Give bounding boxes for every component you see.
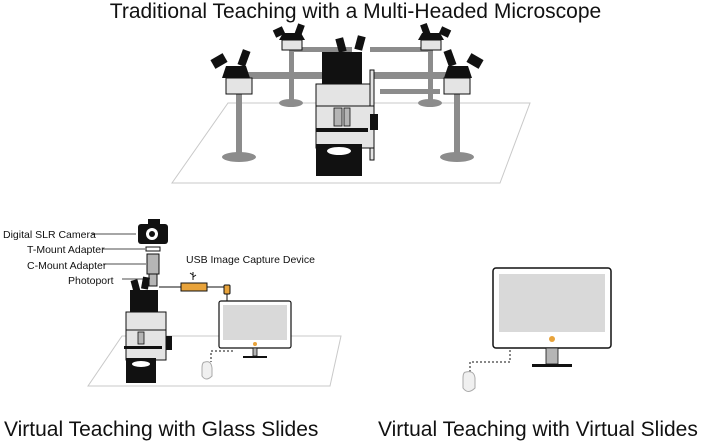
monitor-icon-left xyxy=(218,300,292,358)
title-virtual-slides: Virtual Teaching with Virtual Slides xyxy=(378,418,698,441)
multi-headed-microscope xyxy=(171,22,531,184)
label-c-mount-adapter: C-Mount Adapter xyxy=(27,260,107,272)
c-mount-adapter xyxy=(146,253,160,275)
photoport xyxy=(148,273,158,287)
title-traditional: Traditional Teaching with a Multi-Headed… xyxy=(109,0,602,23)
virtual-slide-setup xyxy=(462,267,612,392)
label-photoport: Photoport xyxy=(68,275,114,287)
label-digital-slr-camera: Digital SLR Camera xyxy=(3,229,96,241)
mouse-icon-right xyxy=(462,371,476,392)
label-t-mount-adapter: T-Mount Adapter xyxy=(27,244,105,256)
viewing-head-far-left xyxy=(210,49,253,95)
microscope-icon xyxy=(124,276,172,383)
title-glass-slides: Virtual Teaching with Glass Slides xyxy=(4,418,319,441)
usb-icon xyxy=(189,272,197,280)
usb-capture-device xyxy=(180,282,208,292)
label-usb-capture-device: USB Image Capture Device xyxy=(186,254,315,266)
glass-slide-setup xyxy=(87,219,342,387)
t-mount-adapter xyxy=(145,246,161,252)
monitor-icon-right xyxy=(492,267,612,367)
viewing-head-back-right xyxy=(418,22,452,51)
label-leaders xyxy=(92,233,148,280)
camera-icon xyxy=(138,219,168,244)
viewing-head-back-left xyxy=(272,23,305,51)
mouse-icon-left xyxy=(201,361,213,380)
main-microscope-top xyxy=(315,35,378,176)
viewing-head-far-right xyxy=(443,49,484,95)
